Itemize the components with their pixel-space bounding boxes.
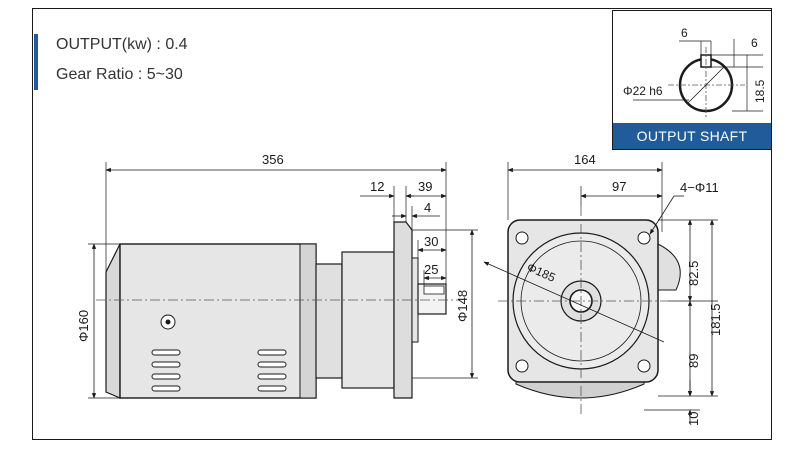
output-shaft-caption: OUTPUT SHAFT bbox=[613, 123, 771, 149]
spec-accent-bar bbox=[34, 34, 38, 90]
output-shaft-inset: 6 6 18.5 Φ22 h6 OUTPUT SHAFT bbox=[612, 10, 772, 150]
output-spec: OUTPUT(kw) : 0.4 bbox=[56, 36, 188, 53]
key-depth-dim: 6 bbox=[751, 36, 758, 50]
shaft-section-drawing: 6 6 18.5 Φ22 h6 bbox=[623, 26, 767, 119]
shaft-diameter-dim: Φ22 h6 bbox=[623, 84, 663, 98]
drawing-frame bbox=[32, 8, 772, 440]
gear-ratio-spec: Gear Ratio : 5~30 bbox=[56, 66, 183, 83]
key-width-dim: 6 bbox=[681, 26, 688, 40]
shaft-height-dim: 18.5 bbox=[753, 79, 767, 103]
